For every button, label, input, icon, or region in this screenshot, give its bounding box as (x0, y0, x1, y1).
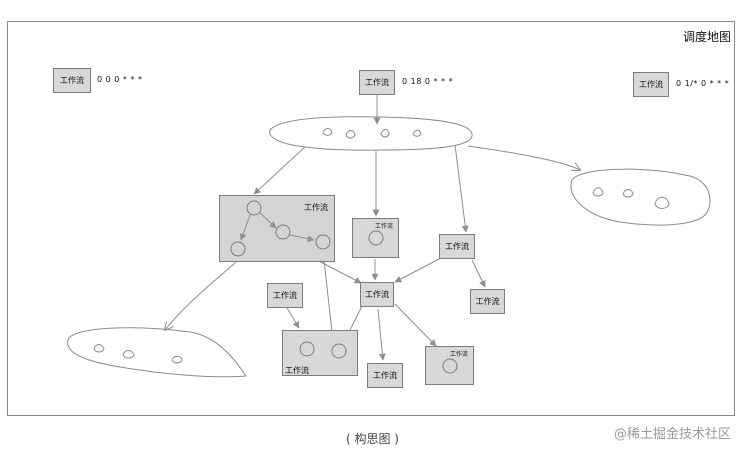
node-label: 工作流 (449, 351, 468, 358)
node-label: 工作流 (365, 78, 389, 87)
left-blob (67, 327, 247, 378)
workflow-node-center-top[interactable]: 工作流 (359, 70, 395, 95)
edges (165, 95, 580, 361)
center-blob (269, 116, 473, 151)
cron-right: 0 1/* 0 * * * (676, 79, 730, 88)
node-label: 工作流 (445, 242, 469, 251)
workflow-node-right-top[interactable]: 工作流 (633, 72, 669, 97)
node-label: 工作流 (60, 76, 84, 85)
blob-holes (93, 128, 670, 364)
node-label: 工作流 (475, 297, 500, 306)
two-task-inner (299, 341, 347, 359)
single-task-inner (368, 230, 384, 246)
watermark: @稀土掘金技术社区 (613, 427, 731, 442)
workflow-node-left-mid[interactable]: 工作流 (267, 283, 303, 308)
node-label: 工作流 (374, 223, 393, 230)
node-label: 工作流 (285, 366, 309, 375)
map-title: 调度地图 (682, 30, 731, 44)
figure-caption: ( 构思图 ) (346, 432, 399, 446)
workflow-node-right-mid[interactable]: 工作流 (439, 234, 475, 259)
workflow-node-hub[interactable]: 工作流 (360, 282, 394, 307)
composite-inner (230, 200, 331, 257)
node-label: 工作流 (639, 80, 663, 89)
bottom-right-inner (442, 358, 458, 374)
workflow-node-bottom[interactable]: 工作流 (367, 363, 403, 388)
workflow-node-right-low[interactable]: 工作流 (470, 289, 505, 314)
right-blob (570, 168, 711, 226)
node-label: 工作流 (273, 291, 297, 300)
cron-left: 0 0 0 * * * (97, 75, 143, 84)
node-label: 工作流 (304, 203, 328, 212)
node-label: 工作流 (373, 371, 397, 380)
node-label: 工作流 (365, 290, 389, 299)
workflow-node-left-top[interactable]: 工作流 (53, 68, 91, 93)
cron-center: 0 18 0 * * * (402, 77, 454, 86)
